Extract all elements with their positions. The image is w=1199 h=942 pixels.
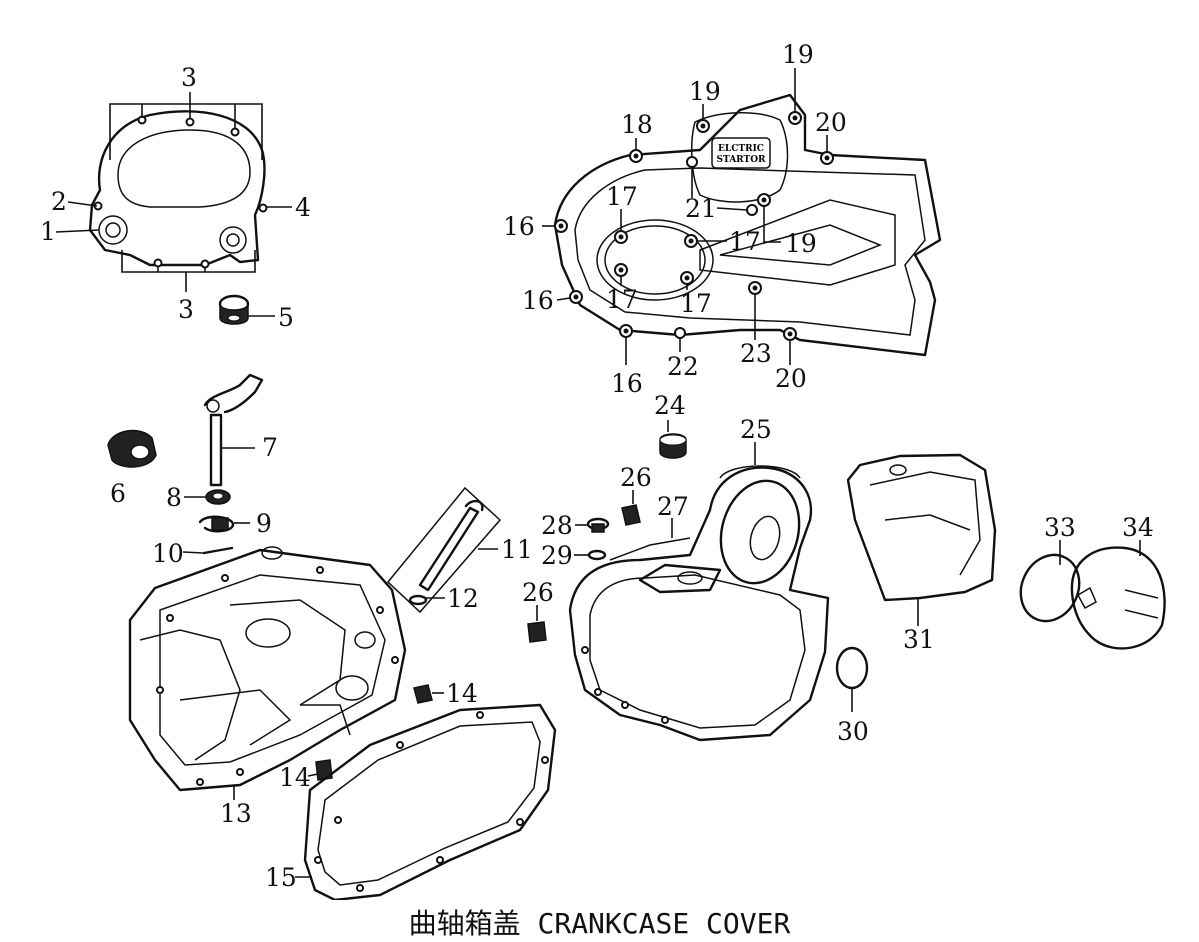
diagram-caption: 曲轴箱盖 CRANKCASE COVER — [408, 907, 791, 940]
part-13-crankcase — [128, 546, 407, 800]
callout-17-bottom-right: 17 — [680, 289, 712, 318]
part-25-cover-housing — [568, 442, 830, 742]
starter-badge-line2: STARTOR — [716, 155, 766, 165]
part-33-gasket-ring — [1019, 540, 1081, 623]
part-12-oring — [408, 594, 445, 606]
callout-23: 23 — [740, 339, 772, 368]
callout-14-upper: 14 — [446, 679, 478, 708]
callout-19-right: 19 — [785, 229, 817, 258]
callout-4: 4 — [295, 193, 311, 222]
callout-16-top: 16 — [503, 212, 535, 241]
callout-13: 13 — [220, 799, 252, 828]
part-14-dowels — [307, 684, 444, 781]
callout-27: 27 — [657, 492, 689, 521]
callout-25: 25 — [740, 415, 772, 444]
callout-16-middle: 16 — [522, 286, 554, 315]
part-31-starter-cover — [846, 453, 997, 626]
callout-17-top-left: 17 — [606, 182, 638, 211]
callout-labels: 1 2 3 3 4 5 6 7 8 9 10 11 12 13 14 14 15… — [40, 40, 1154, 892]
part-34-end-cap — [1070, 540, 1166, 650]
callout-20-bottom: 20 — [775, 364, 807, 393]
part-8-washer — [184, 489, 231, 505]
small-crankcase-cover — [55, 92, 292, 325]
part-27-gasket-edge — [609, 518, 691, 561]
part-30-oring — [835, 646, 869, 712]
callout-29: 29 — [541, 541, 573, 570]
part-15-gasket — [295, 703, 557, 902]
callout-1: 1 — [40, 217, 56, 246]
callout-17-right: 17 — [729, 227, 761, 256]
callout-6: 6 — [110, 479, 126, 508]
diagram-canvas: ELCTRIC STARTOR — [40, 40, 1166, 902]
callout-11: 11 — [501, 535, 533, 564]
part-7-shaft — [203, 373, 264, 487]
part-24-bushing — [659, 420, 687, 459]
callout-3-top: 3 — [181, 63, 197, 92]
callout-26-upper: 26 — [620, 463, 652, 492]
callout-28: 28 — [541, 511, 573, 540]
starter-badge-line1: ELCTRIC — [718, 144, 764, 154]
callout-19-left: 19 — [689, 77, 721, 106]
callout-3-bottom: 3 — [178, 295, 194, 324]
part-28-plug — [575, 517, 610, 533]
callout-22: 22 — [667, 352, 699, 381]
callout-10: 10 — [152, 539, 184, 568]
callout-12: 12 — [447, 584, 479, 613]
part-29-oring — [574, 549, 607, 561]
callout-5: 5 — [278, 303, 294, 332]
callout-26-lower: 26 — [522, 578, 554, 607]
callout-24: 24 — [654, 391, 686, 420]
part-26-dowels — [527, 490, 641, 643]
callout-15: 15 — [265, 863, 297, 892]
callout-9: 9 — [256, 509, 272, 538]
callout-30: 30 — [837, 717, 869, 746]
part-6-bushing — [107, 429, 157, 468]
callout-34: 34 — [1122, 513, 1154, 542]
main-crankcase-cover: ELCTRIC STARTOR — [542, 68, 942, 365]
callout-20-top: 20 — [815, 108, 847, 137]
part-9-spring — [198, 515, 250, 533]
callout-19-top: 19 — [782, 40, 814, 69]
callout-7: 7 — [262, 433, 278, 462]
starter-badge: ELCTRIC STARTOR — [711, 137, 771, 169]
callout-14-lower: 14 — [279, 763, 311, 792]
part-5-seal — [218, 294, 275, 325]
part-10-pin — [182, 546, 234, 555]
callout-2: 2 — [51, 187, 67, 216]
callout-33: 33 — [1044, 513, 1076, 542]
callout-16-bottom: 16 — [611, 369, 643, 398]
callout-18: 18 — [621, 110, 653, 139]
cover-leader-lines — [542, 68, 828, 365]
callout-17-bottom-left: 17 — [606, 285, 638, 314]
part-11-dipstick — [386, 486, 502, 614]
callout-31: 31 — [903, 625, 935, 654]
callout-8: 8 — [166, 483, 182, 512]
callout-21: 21 — [685, 194, 717, 223]
